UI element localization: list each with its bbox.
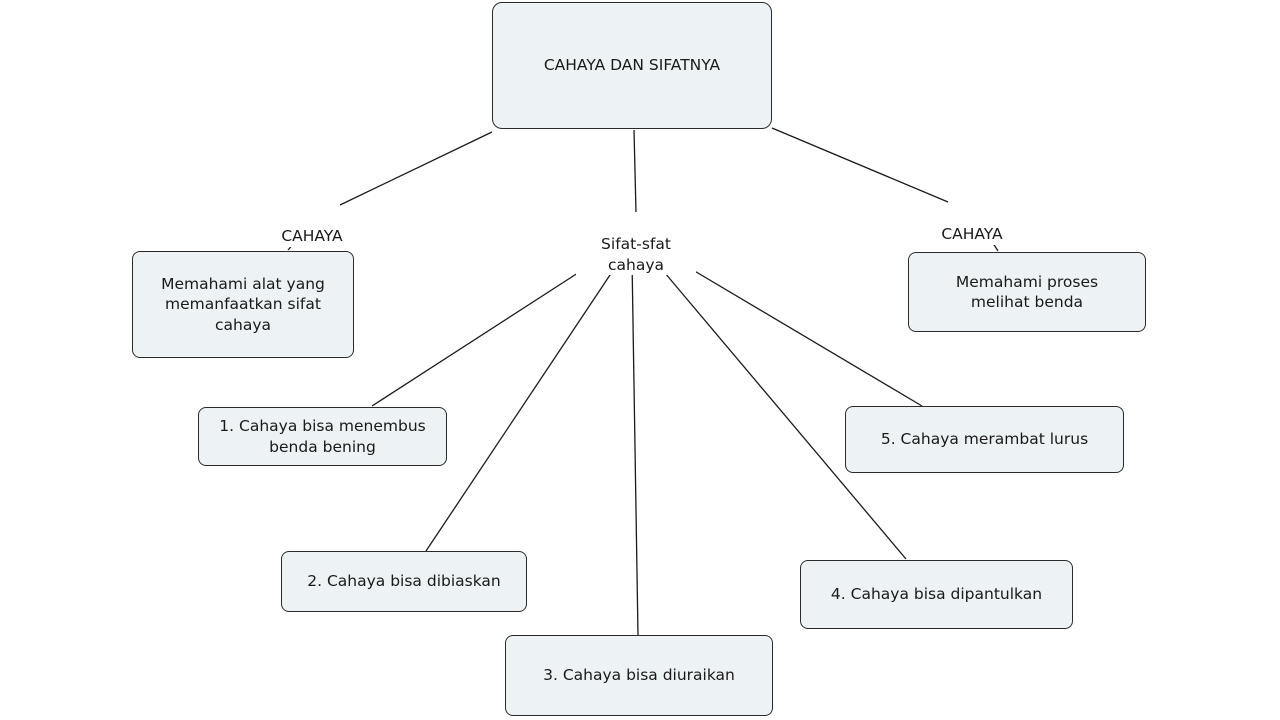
node-sifat-1[interactable]: 1. Cahaya bisa menembus benda bening xyxy=(198,407,447,466)
link-label-right-text: CAHAYA xyxy=(941,225,1003,244)
root-node-text: CAHAYA DAN SIFATNYA xyxy=(543,56,721,75)
link-label-left: CAHAYA xyxy=(262,206,362,247)
root-node[interactable]: CAHAYA DAN SIFATNYA xyxy=(492,2,772,129)
connector-root-to-left-label xyxy=(339,131,493,206)
connector-root-to-center-label xyxy=(633,129,637,213)
node-memahami-melihat[interactable]: Memahami proses melihat benda xyxy=(908,252,1146,332)
link-label-center-text: Sifat-sfat cahaya xyxy=(601,235,671,274)
node-sifat-4[interactable]: 4. Cahaya bisa dipantulkan xyxy=(800,560,1073,629)
connector-center-to-sifat2 xyxy=(425,259,621,552)
link-label-center: Sifat-sfat cahaya xyxy=(576,214,696,276)
node-sifat-2[interactable]: 2. Cahaya bisa dibiaskan xyxy=(281,551,527,612)
node-memahami-melihat-text: Memahami proses melihat benda xyxy=(955,272,1099,311)
link-label-right: CAHAYA xyxy=(922,204,1022,245)
connector-center-to-sifat4 xyxy=(653,259,907,560)
link-label-left-text: CAHAYA xyxy=(281,227,343,246)
connector-center-to-sifat1 xyxy=(371,259,599,407)
node-sifat-3[interactable]: 3. Cahaya bisa diuraikan xyxy=(505,635,773,716)
node-sifat-1-text: 1. Cahaya bisa menembus benda bening xyxy=(219,417,426,456)
node-sifat-5-text: 5. Cahaya merambat lurus xyxy=(880,430,1089,449)
connector-center-to-sifat5 xyxy=(675,259,923,407)
connector-center-to-sifat3 xyxy=(631,259,639,636)
node-sifat-5[interactable]: 5. Cahaya merambat lurus xyxy=(845,406,1124,473)
node-memahami-alat-text: Memahami alat yang memanfaatkan sifat ca… xyxy=(161,274,325,334)
node-memahami-alat[interactable]: Memahami alat yang memanfaatkan sifat ca… xyxy=(132,251,354,358)
connector-root-to-right-label xyxy=(771,127,949,203)
node-sifat-3-text: 3. Cahaya bisa diuraikan xyxy=(543,666,735,685)
node-sifat-2-text: 2. Cahaya bisa dibiaskan xyxy=(307,572,501,591)
node-sifat-4-text: 4. Cahaya bisa dipantulkan xyxy=(830,585,1043,604)
